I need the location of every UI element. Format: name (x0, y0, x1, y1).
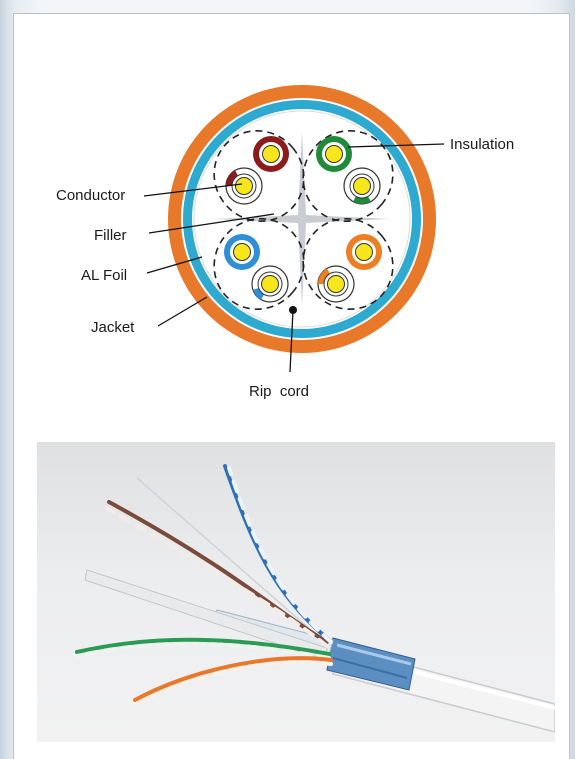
blue-twisted-pair (225, 466, 331, 642)
rip-cord-label: Rip cord (249, 383, 309, 400)
cable-cross-section-diagram: Insulation Conductor Filler AL Foil Jack… (14, 14, 569, 434)
conductor-label: Conductor (56, 187, 125, 204)
filler-label: Filler (94, 227, 127, 244)
insulation-label: Insulation (450, 136, 514, 153)
jacket-label: Jacket (91, 319, 135, 336)
orange-twisted-pair (135, 658, 331, 704)
cable-illustration (37, 442, 555, 742)
figure-card: Insulation Conductor Filler AL Foil Jack… (13, 13, 570, 759)
cable-photo (37, 442, 555, 742)
al-foil-label: AL Foil (81, 267, 127, 284)
